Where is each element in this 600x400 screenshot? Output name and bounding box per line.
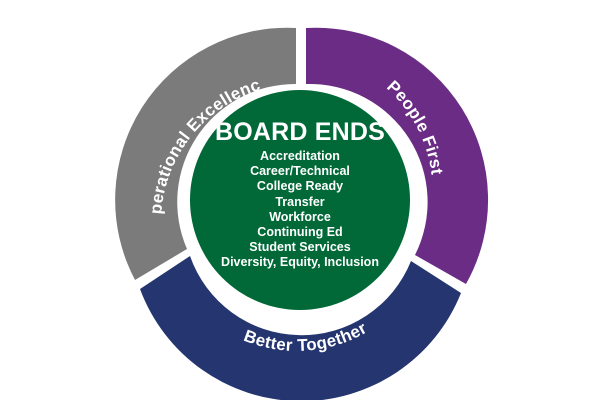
list-item: Diversity, Equity, Inclusion xyxy=(221,255,379,270)
segment-better-together xyxy=(140,256,461,400)
segment-people-first xyxy=(306,27,489,284)
board-ends-list: Accreditation Career/Technical College R… xyxy=(195,149,405,271)
segment-operational-excellence xyxy=(115,27,296,281)
list-item: Accreditation xyxy=(260,149,340,163)
list-item: Student Services xyxy=(249,240,351,255)
list-item: Career/Technical xyxy=(250,164,350,179)
center-circle xyxy=(190,90,410,310)
list-item: Workforce xyxy=(269,209,331,224)
list-item: College Ready xyxy=(256,179,344,194)
list-item: Transfer xyxy=(275,194,325,209)
list-item: Continuing Ed xyxy=(257,225,343,240)
center-content: BOARD ENDS Accreditation Career/Technica… xyxy=(195,118,405,271)
center-title: BOARD ENDS xyxy=(214,118,386,146)
